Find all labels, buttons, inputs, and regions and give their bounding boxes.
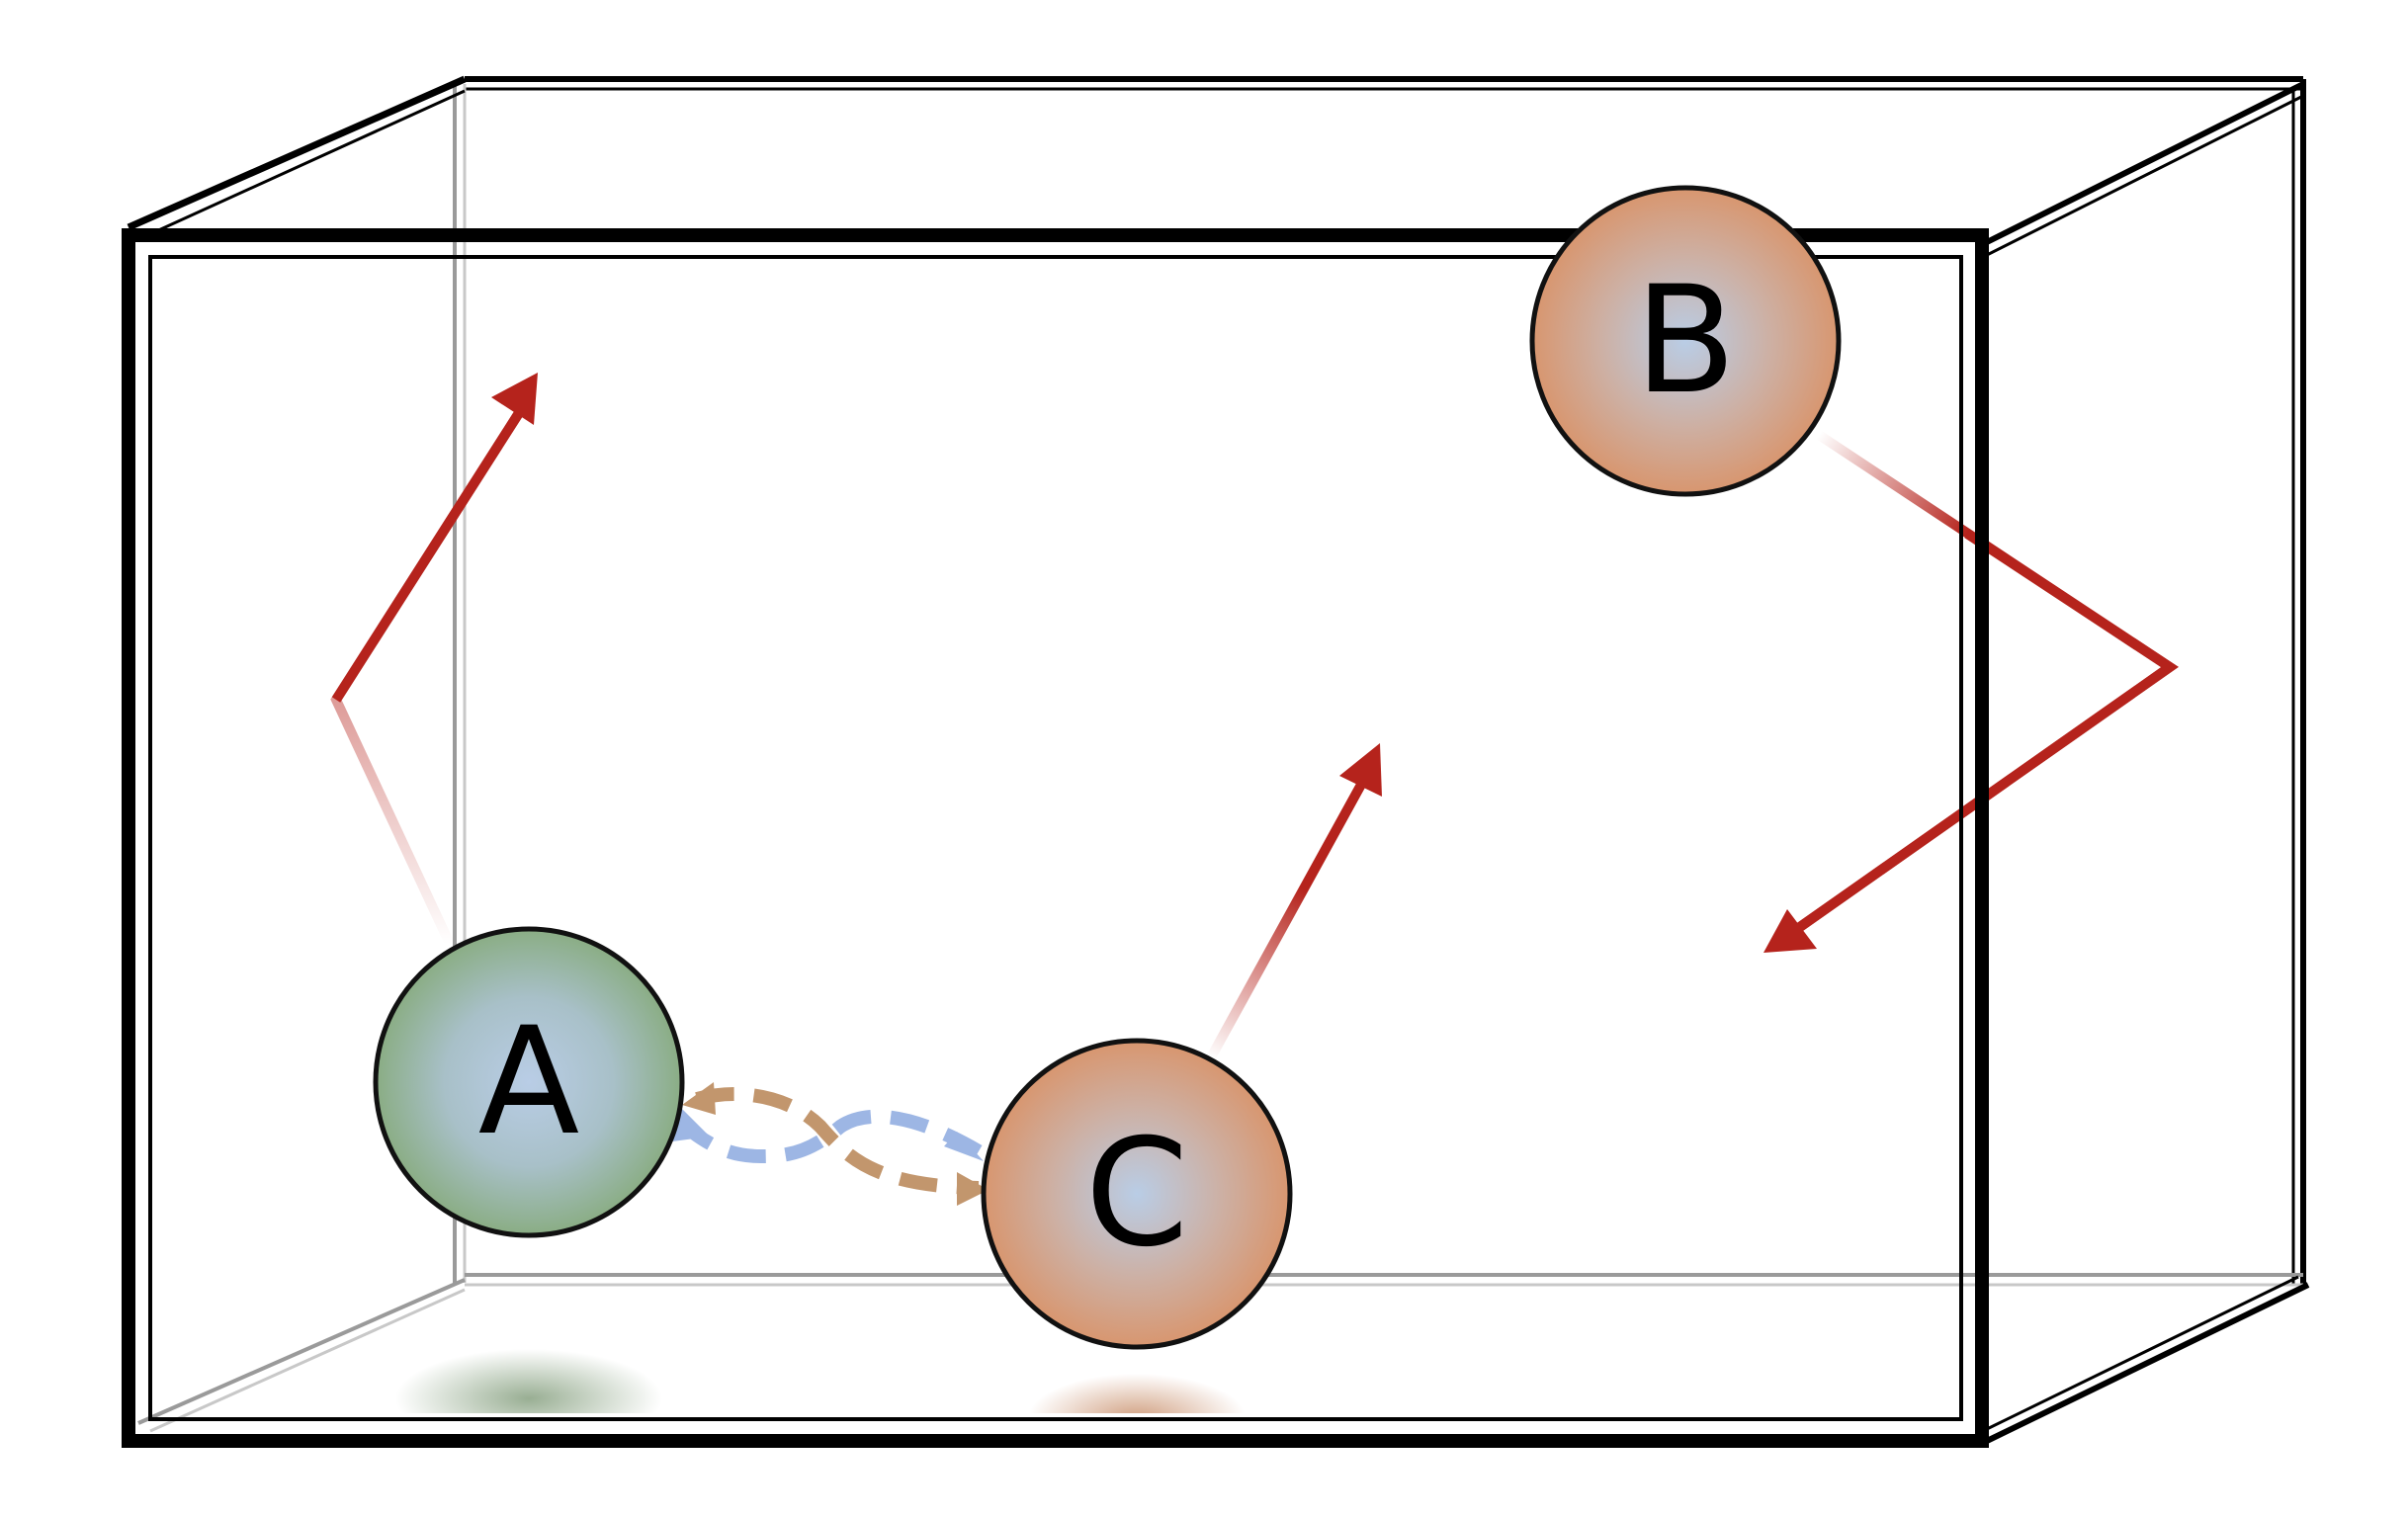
particle-a-label: A [478, 996, 580, 1168]
interaction-arrow-brown-head-right [957, 1172, 989, 1206]
particle-a-shadow [395, 1349, 662, 1413]
particle-b-label: B [1635, 255, 1737, 427]
box-back-face [453, 76, 2306, 1287]
box-front-face [122, 228, 1989, 1448]
particle-a-velocity-arrowhead [491, 373, 538, 425]
particle-c-shadow [1028, 1374, 1246, 1413]
particle-c-label: C [1085, 1108, 1189, 1280]
particle-c-velocity-path [1206, 780, 1367, 1060]
particle-b-velocity-arrowhead [1763, 909, 1817, 953]
interaction-arrows [672, 1082, 989, 1206]
interaction-arrow-blue [687, 1109, 983, 1164]
particle-c: C [981, 1038, 1293, 1350]
particle-a: A [373, 926, 685, 1238]
particle-shadows [395, 1349, 1246, 1413]
velocity-arrows [330, 373, 2179, 1060]
interaction-arrow-brown [695, 1087, 980, 1195]
interaction-arrow-blue-head-left [672, 1107, 710, 1141]
particle-b: B [1529, 185, 1842, 497]
particle-c-velocity-arrowhead [1339, 743, 1382, 797]
interaction-arrow-brown-head-left [682, 1082, 716, 1115]
box-depth-edges [127, 75, 2310, 1444]
particle-a-velocity-path [330, 402, 529, 947]
interaction-arrow-blue-head-right [944, 1132, 984, 1161]
